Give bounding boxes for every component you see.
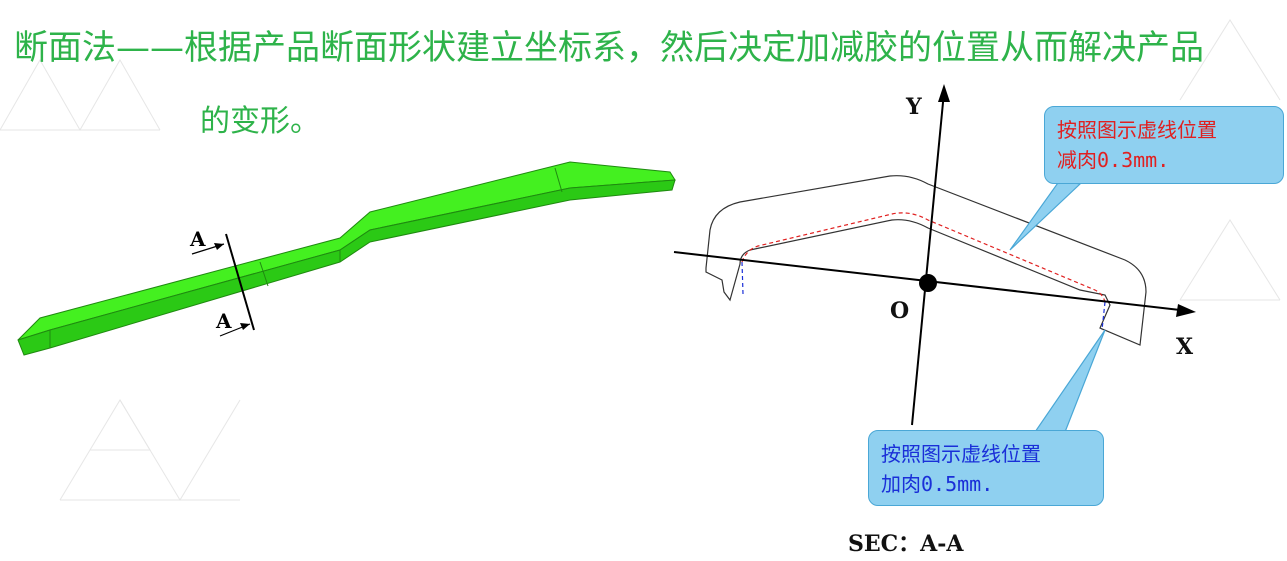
part-3d-view: A A — [17, 161, 676, 356]
reduce-dashed-line — [741, 212, 1106, 303]
y-axis — [911, 91, 945, 426]
title-line-1: 断面法——根据产品断面形状建立坐标系，然后决定加减胶的位置从而解决产品 — [14, 28, 1204, 68]
add-dashed-line-right — [1101, 301, 1106, 331]
section-profile — [705, 175, 1147, 346]
callout-add: 按照图示虚线位置 加肉0.5mm. — [868, 430, 1104, 506]
section-mark-bottom: A — [215, 309, 232, 333]
callout-add-pointer — [1033, 329, 1106, 433]
callout-reduce-line1: 按照图示虚线位置 — [1057, 118, 1217, 142]
callout-add-line1: 按照图示虚线位置 — [881, 442, 1041, 466]
section-line-a-a — [191, 233, 255, 337]
add-dashed-line-left — [741, 261, 744, 295]
title-line-2: 的变形。 — [200, 104, 320, 139]
x-axis-label: X — [1176, 334, 1194, 360]
origin-label: O — [890, 298, 910, 324]
origin-point — [919, 274, 937, 292]
callout-reduce: 按照图示虚线位置 减肉0.3mm. — [1044, 106, 1284, 184]
green-part — [17, 161, 676, 356]
callout-reduce-pointer — [1009, 179, 1082, 251]
y-axis-label: Y — [906, 94, 922, 120]
callout-add-line2: 加肉0.5mm. — [881, 472, 994, 496]
callout-reduce-line2: 减肉0.3mm. — [1057, 148, 1170, 172]
section-label: SEC：A-A — [848, 531, 964, 557]
section-mark-top: A — [189, 227, 206, 251]
